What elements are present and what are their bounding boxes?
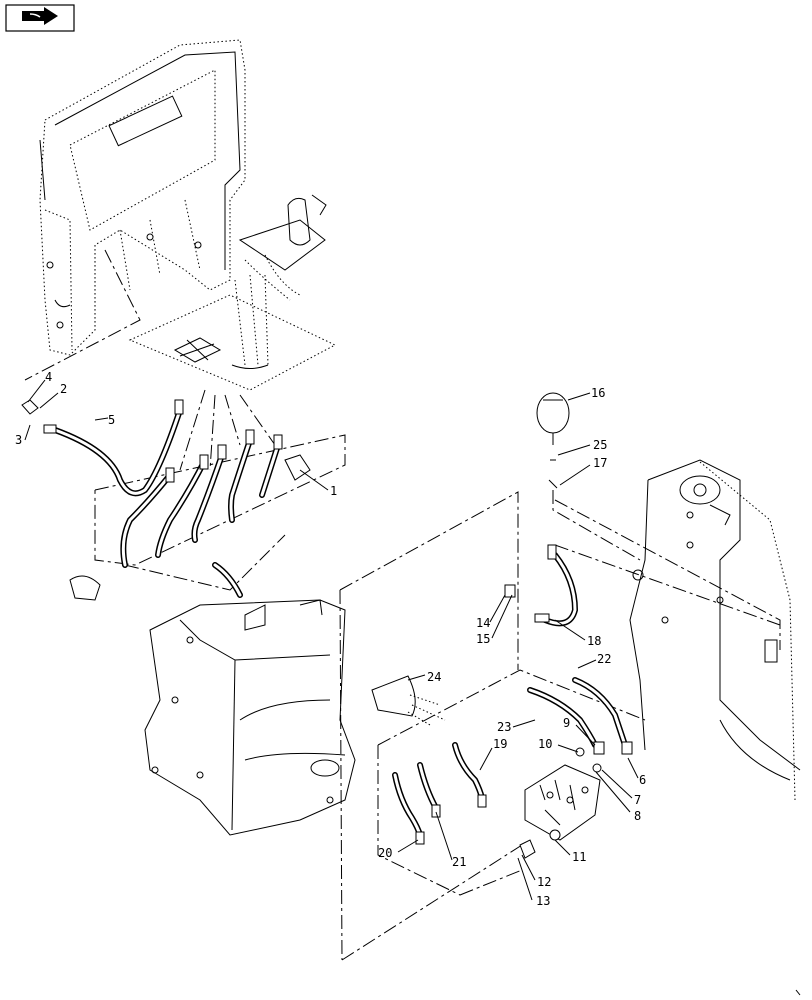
cab-frame — [39, 39, 246, 356]
callout-18: 18 — [587, 634, 601, 648]
hose-24 — [371, 675, 446, 726]
callout-10: 10 — [538, 737, 552, 751]
callout-2: 2 — [60, 382, 67, 396]
callout-8: 8 — [634, 809, 641, 823]
callouts: 1 2 3 4 5 6 7 8 9 10 11 12 13 14 15 16 1 — [15, 370, 646, 908]
callout-19: 19 — [493, 737, 507, 751]
callout-7: 7 — [634, 793, 641, 807]
callout-24: 24 — [427, 670, 441, 684]
callout-3: 3 — [15, 433, 22, 447]
nav-button[interactable] — [5, 4, 75, 32]
callout-21: 21 — [452, 855, 466, 869]
callout-17: 17 — [593, 456, 607, 470]
callout-5: 5 — [108, 413, 115, 427]
joystick-assembly — [231, 194, 327, 369]
callout-16: 16 — [591, 386, 605, 400]
callout-4: 4 — [45, 370, 52, 384]
callout-25: 25 — [593, 438, 607, 452]
loader-frame — [144, 599, 356, 836]
callout-6: 6 — [639, 773, 646, 787]
callout-14: 14 — [476, 616, 490, 630]
guide-lines-upper — [24, 249, 346, 591]
callout-15: 15 — [476, 632, 490, 646]
callout-20: 20 — [378, 846, 392, 860]
floor-plate — [128, 294, 337, 391]
callout-9: 9 — [563, 716, 570, 730]
hose-group-upper — [21, 399, 311, 601]
callout-11: 11 — [572, 850, 586, 864]
accumulator — [536, 392, 641, 561]
callout-12: 12 — [537, 875, 551, 889]
callout-23: 23 — [497, 720, 511, 734]
valve-block — [519, 764, 601, 859]
machine-frame-right — [629, 459, 801, 801]
callout-22: 22 — [597, 652, 611, 666]
callout-13: 13 — [536, 894, 550, 908]
callout-1: 1 — [330, 484, 337, 498]
hose-group-lower — [392, 544, 633, 845]
arrow-right-icon — [22, 7, 58, 25]
